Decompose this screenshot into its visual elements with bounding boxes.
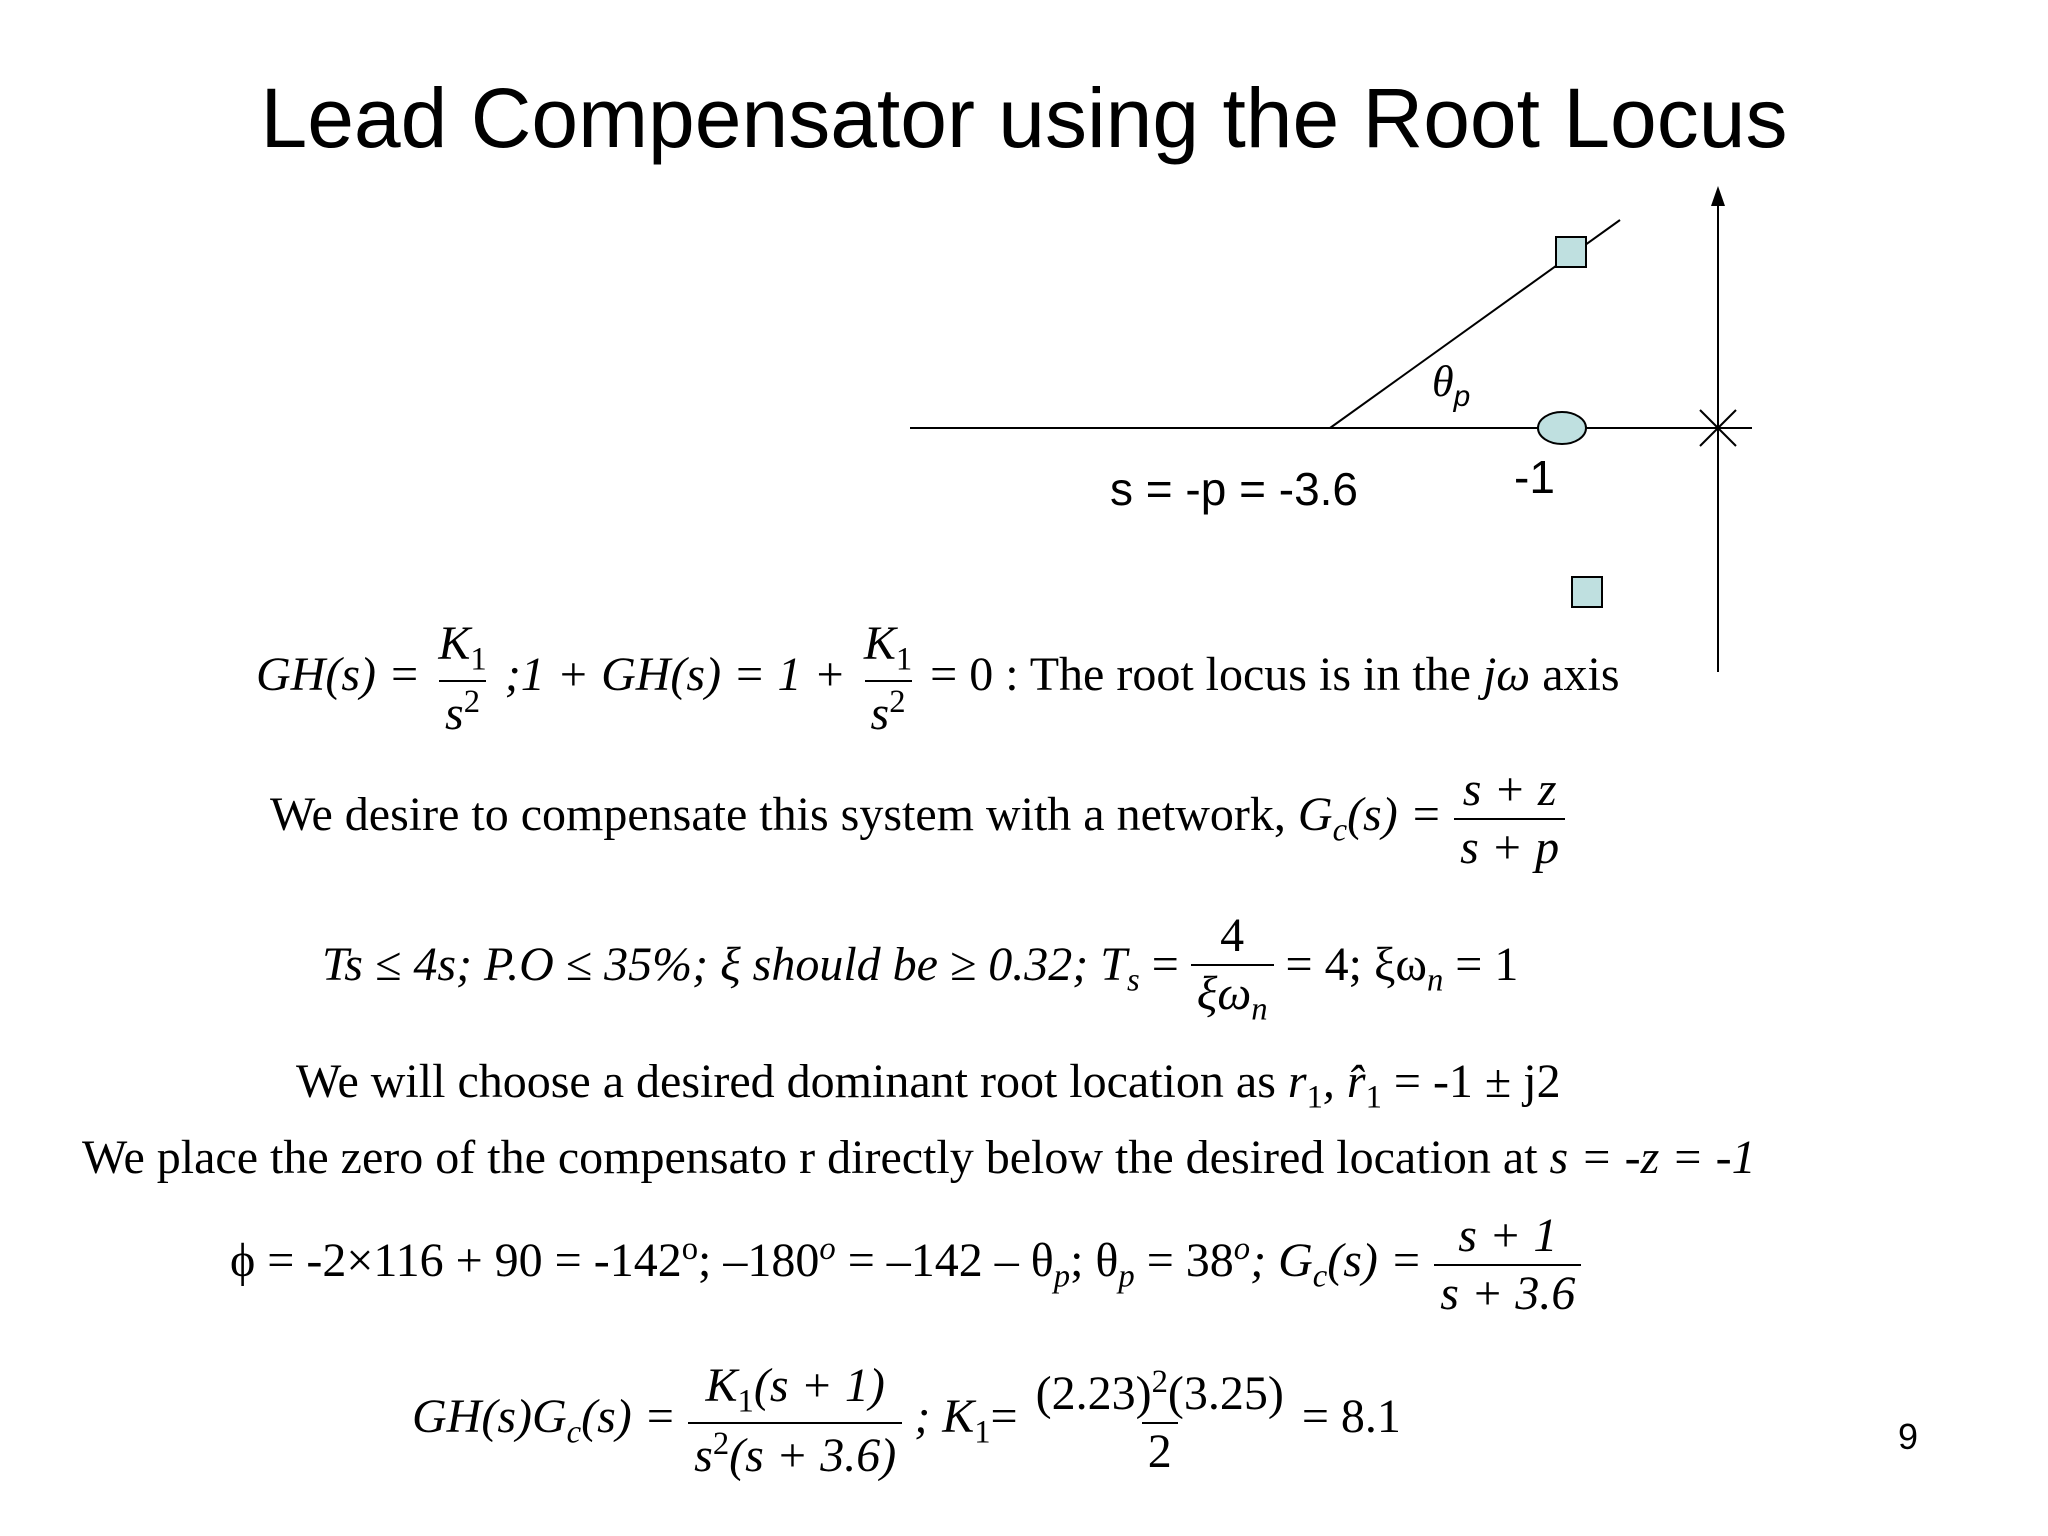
desired-root-lower <box>1571 576 1603 608</box>
slide-title: Lead Compensator using the Root Locus <box>260 71 1788 165</box>
page-number: 9 <box>1898 1416 1919 1457</box>
equation-compensator-form: We desire to compensate this system with… <box>270 766 1566 872</box>
zero-location-label: -1 <box>1514 451 1555 503</box>
pole-cross-2 <box>1699 409 1737 447</box>
compensator-zero <box>1537 411 1587 445</box>
equation-zero-placement: We place the zero of the compensato r di… <box>82 1131 1756 1184</box>
equation-gain: GH(s)Gc(s) = K1(s + 1)s2(s + 3.6) ; K1= … <box>412 1359 1401 1483</box>
desired-root-upper <box>1555 236 1587 268</box>
equation-desired-root: We will choose a desired dominant root l… <box>296 1055 1561 1116</box>
imaginary-axis-arrow <box>1711 186 1725 206</box>
equation-angle-condition: ϕ = -2×116 + 90 = -142o; –180o = –142 – … <box>230 1212 1582 1318</box>
equation-specifications: Ts ≤ 4s; P.O ≤ 35%; ξ should be ≥ 0.32; … <box>322 909 1519 1028</box>
pole-location-label: s = -p = -3.6 <box>1110 463 1359 515</box>
angle-label: θp <box>1432 357 1471 413</box>
